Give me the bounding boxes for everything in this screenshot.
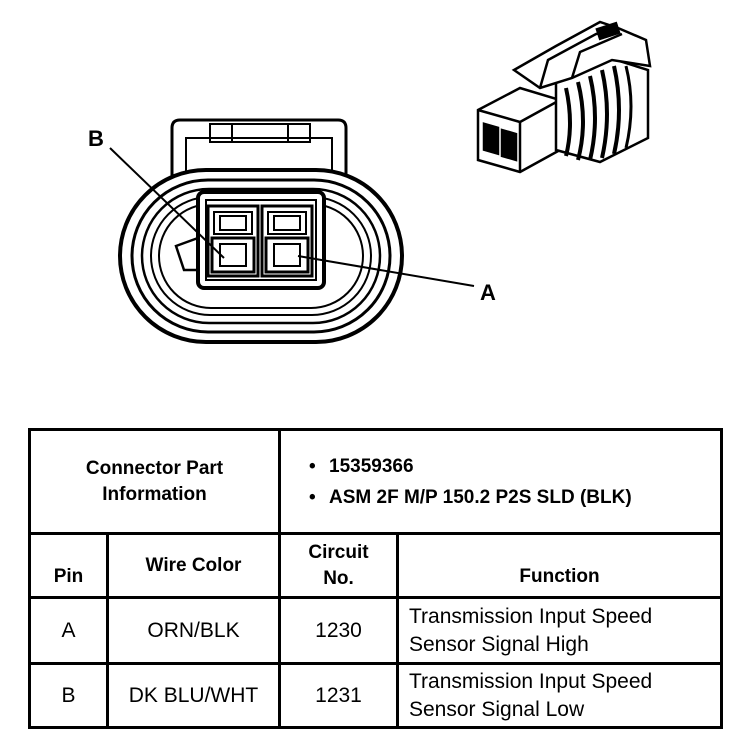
wire-color-cell: DK BLU/WHT xyxy=(106,662,281,729)
pin-cell: B xyxy=(28,662,109,729)
callout-b: B xyxy=(88,126,104,151)
part-number-item: 15359366 xyxy=(309,451,714,482)
pin-header: Pin xyxy=(28,532,109,599)
part-info-label-line1: Connector Part xyxy=(85,457,224,479)
circuit-header-line1: Circuit xyxy=(308,541,369,563)
part-info-label-line2: Information xyxy=(102,483,207,505)
table-row: A ORN/BLK 1230 Transmission Input Speed … xyxy=(28,596,724,665)
column-header-row: Pin Wire Color Circuit No. Function xyxy=(28,532,724,599)
connector-face-view xyxy=(118,118,404,344)
function-line1: Transmission Input Speed xyxy=(409,604,653,628)
pin-cell: A xyxy=(28,596,109,665)
function-line2: Sensor Signal Low xyxy=(409,697,585,721)
connector-info-table: Connector Part Information 15359366 ASM … xyxy=(28,428,724,729)
function-line1: Transmission Input Speed xyxy=(409,669,653,693)
wire-color-cell: ORN/BLK xyxy=(106,596,281,665)
locking-tab xyxy=(170,118,348,178)
wire-color-header: Wire Color xyxy=(106,532,281,599)
function-cell: Transmission Input Speed Sensor Signal H… xyxy=(395,596,724,665)
part-number-list: 15359366 ASM 2F M/P 150.2 P2S SLD (BLK) xyxy=(287,445,714,519)
table-row: B DK BLU/WHT 1231 Transmission Input Spe… xyxy=(28,662,724,729)
function-line2: Sensor Signal High xyxy=(409,632,589,656)
pin-cavity-a xyxy=(260,204,314,278)
circuit-cell: 1231 xyxy=(278,662,399,729)
function-header: Function xyxy=(395,532,724,599)
key-slot xyxy=(174,236,200,272)
function-cell: Transmission Input Speed Sensor Signal L… xyxy=(395,662,724,729)
pin-cavity-b xyxy=(206,204,260,278)
part-number-item: ASM 2F M/P 150.2 P2S SLD (BLK) xyxy=(309,482,714,513)
connector-isometric-view xyxy=(476,20,652,174)
circuit-header: Circuit No. xyxy=(278,532,399,599)
circuit-cell: 1230 xyxy=(278,596,399,665)
leader-line-b xyxy=(109,147,225,259)
connector-diagram: B A xyxy=(88,20,652,344)
circuit-header-line2: No. xyxy=(323,567,354,589)
callout-a: A xyxy=(480,280,496,305)
leader-line-a xyxy=(297,255,475,287)
part-info-row: Connector Part Information 15359366 ASM … xyxy=(28,428,724,535)
part-info-label-cell: Connector Part Information xyxy=(28,428,281,535)
part-numbers-cell: 15359366 ASM 2F M/P 150.2 P2S SLD (BLK) xyxy=(277,428,724,535)
